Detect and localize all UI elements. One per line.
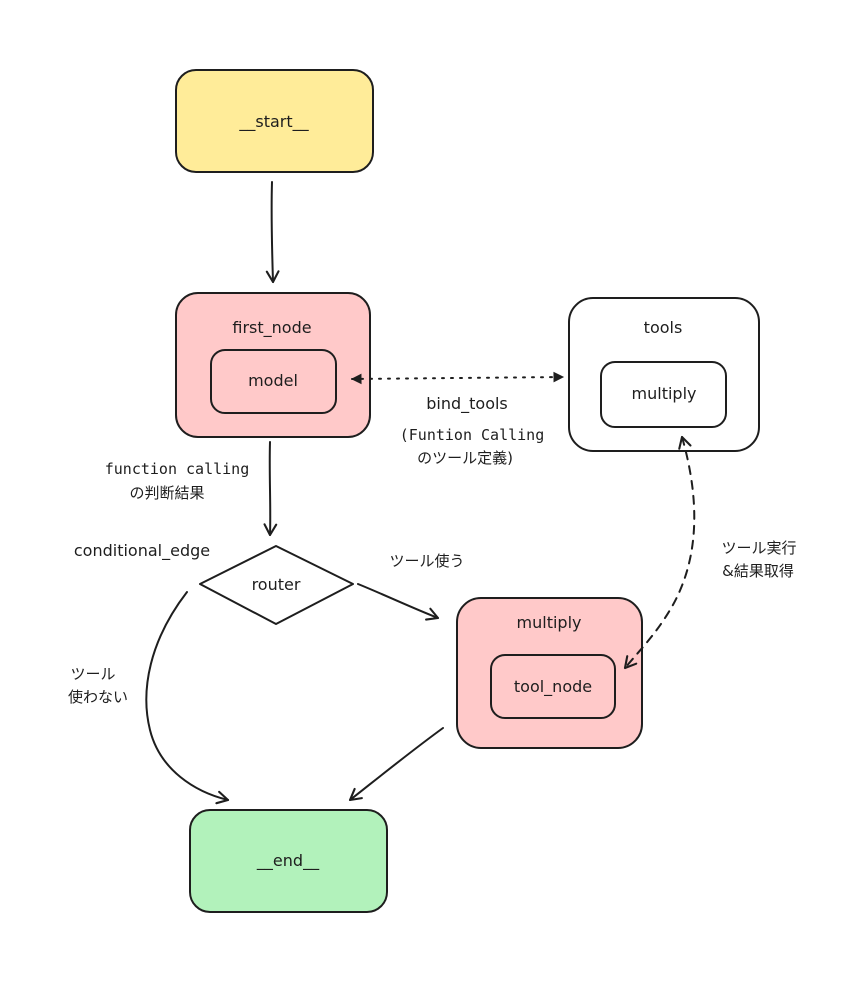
tools-multiply-box (600, 361, 727, 428)
edge-first-node-to-router (263, 441, 278, 537)
edge-router-to-end (145, 591, 230, 805)
start-node: __start__ (175, 69, 374, 173)
edge-start-to-first-node (265, 181, 280, 284)
tools-node: tools multiply (568, 297, 760, 452)
first-node-label: first_node (232, 318, 311, 338)
start-node-box (175, 69, 374, 173)
use-tool-label: ツール使う (389, 552, 464, 570)
first-node: first_node model (175, 292, 371, 438)
edge-tool-exec (623, 435, 696, 670)
bind-tools-note-line1: (Funtion Calling (400, 426, 545, 444)
start-node-label: __start__ (238, 112, 309, 132)
model-box (210, 349, 337, 414)
no-tool-label-line1: ツール (70, 665, 115, 683)
edge-router-to-multiply (357, 583, 440, 621)
conditional-edge-label: conditional_edge (74, 541, 210, 561)
end-node: __end__ (189, 809, 388, 913)
tool-node-box (490, 654, 616, 719)
tool-exec-label-line1: ツール実行 (721, 539, 796, 557)
router-label: router (252, 575, 301, 594)
edge-bind-tools (350, 371, 565, 385)
multiply-node: multiply tool_node (456, 597, 643, 749)
function-calling-label-line1: function calling (105, 460, 250, 478)
bind-tools-label: bind_tools (426, 394, 508, 414)
end-node-label: __end__ (256, 851, 320, 871)
edge-multiply-to-end (348, 727, 444, 802)
router-diamond (199, 545, 354, 625)
no-tool-label-line2: 使わない (68, 688, 128, 706)
tools-node-label: tools (644, 318, 683, 337)
multiply-node-label: multiply (517, 613, 582, 632)
model-label: model (248, 371, 298, 390)
tool-exec-label-line2: &結果取得 (722, 562, 794, 580)
bind-tools-note-line2: のツール定義) (417, 449, 513, 467)
tools-multiply-label: multiply (632, 384, 697, 403)
function-calling-label-line2: の判断結果 (129, 484, 204, 502)
router-node: router (199, 545, 354, 625)
tool-node-label: tool_node (514, 677, 592, 697)
end-node-box (189, 809, 388, 913)
